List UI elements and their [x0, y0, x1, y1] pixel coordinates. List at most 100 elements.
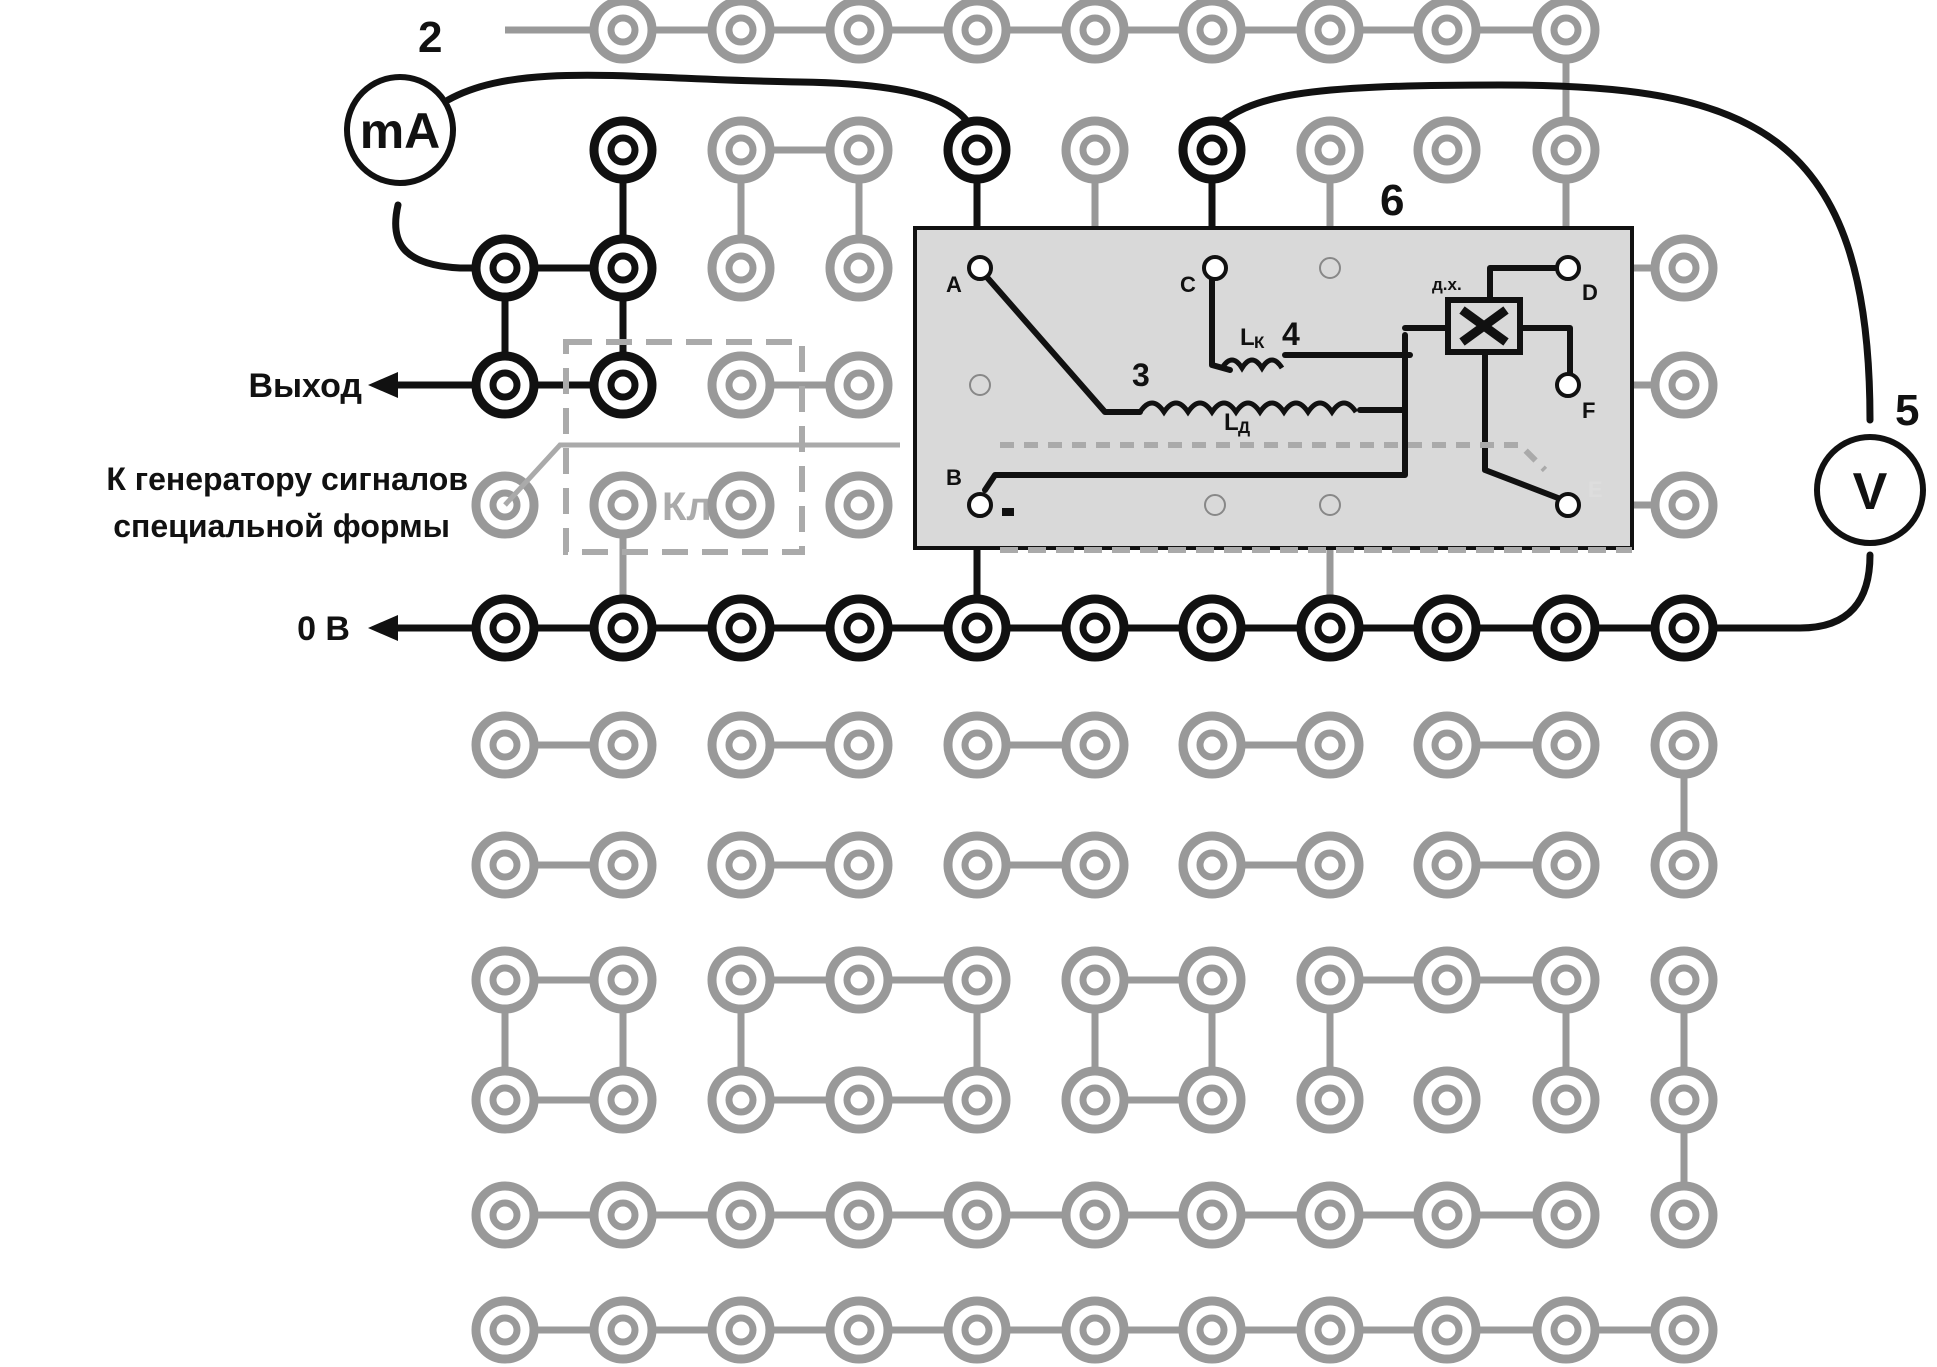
ammeter-body[interactable]	[344, 74, 456, 186]
socket[interactable]	[1061, 1066, 1129, 1134]
socket[interactable]	[1296, 1296, 1364, 1364]
socket[interactable]	[707, 831, 775, 899]
socket[interactable]	[825, 471, 893, 539]
socket[interactable]	[1650, 1181, 1718, 1249]
socket[interactable]	[589, 831, 657, 899]
socket[interactable]	[1413, 116, 1481, 184]
pin-b[interactable]	[967, 492, 993, 518]
socket[interactable]	[1296, 711, 1364, 779]
socket[interactable]	[1413, 0, 1481, 64]
socket[interactable]	[943, 831, 1011, 899]
pin-e[interactable]	[1555, 492, 1581, 518]
socket[interactable]	[1532, 946, 1600, 1014]
socket[interactable]	[589, 711, 657, 779]
socket[interactable]	[943, 1296, 1011, 1364]
socket[interactable]	[943, 1066, 1011, 1134]
socket[interactable]	[1413, 1066, 1481, 1134]
socket[interactable]	[707, 471, 775, 539]
socket-active[interactable]	[943, 594, 1011, 662]
socket-active[interactable]	[471, 234, 539, 302]
socket[interactable]	[589, 946, 657, 1014]
socket[interactable]	[1178, 831, 1246, 899]
socket[interactable]	[1532, 711, 1600, 779]
socket[interactable]	[589, 0, 657, 64]
socket[interactable]	[1178, 1181, 1246, 1249]
socket[interactable]	[825, 0, 893, 64]
socket[interactable]	[1061, 946, 1129, 1014]
socket[interactable]	[1413, 946, 1481, 1014]
socket[interactable]	[1178, 711, 1246, 779]
socket-active[interactable]	[471, 351, 539, 419]
socket[interactable]	[1061, 0, 1129, 64]
socket-active[interactable]	[589, 234, 657, 302]
pin-f[interactable]	[1555, 372, 1581, 398]
socket-active[interactable]	[589, 351, 657, 419]
socket[interactable]	[589, 1066, 657, 1134]
socket-active[interactable]	[1296, 594, 1364, 662]
pin-d[interactable]	[1555, 255, 1581, 281]
socket[interactable]	[471, 711, 539, 779]
socket-active[interactable]	[589, 116, 657, 184]
socket[interactable]	[471, 1066, 539, 1134]
socket[interactable]	[1061, 116, 1129, 184]
socket[interactable]	[1532, 116, 1600, 184]
socket[interactable]	[1296, 1066, 1364, 1134]
socket[interactable]	[471, 946, 539, 1014]
socket[interactable]	[1178, 1066, 1246, 1134]
socket[interactable]	[1413, 711, 1481, 779]
socket[interactable]	[1296, 946, 1364, 1014]
socket-active[interactable]	[1178, 116, 1246, 184]
socket[interactable]	[471, 1296, 539, 1364]
socket[interactable]	[825, 831, 893, 899]
socket-active[interactable]	[707, 594, 775, 662]
socket[interactable]	[707, 946, 775, 1014]
socket[interactable]	[1061, 1181, 1129, 1249]
socket[interactable]	[943, 0, 1011, 64]
socket[interactable]	[707, 1181, 775, 1249]
socket[interactable]	[1296, 116, 1364, 184]
socket[interactable]	[825, 116, 893, 184]
socket[interactable]	[1532, 1066, 1600, 1134]
socket[interactable]	[825, 711, 893, 779]
socket[interactable]	[589, 471, 657, 539]
socket[interactable]	[707, 234, 775, 302]
socket[interactable]	[1650, 946, 1718, 1014]
socket[interactable]	[471, 1181, 539, 1249]
socket[interactable]	[1413, 1296, 1481, 1364]
socket[interactable]	[943, 711, 1011, 779]
socket[interactable]	[471, 831, 539, 899]
socket[interactable]	[1650, 831, 1718, 899]
socket[interactable]	[825, 946, 893, 1014]
socket-active[interactable]	[1178, 594, 1246, 662]
socket[interactable]	[1650, 234, 1718, 302]
socket[interactable]	[707, 711, 775, 779]
socket[interactable]	[1296, 1181, 1364, 1249]
socket[interactable]	[1650, 711, 1718, 779]
socket-active[interactable]	[471, 594, 539, 662]
socket-active[interactable]	[1532, 594, 1600, 662]
pin-c[interactable]	[1202, 255, 1228, 281]
socket[interactable]	[707, 351, 775, 419]
socket[interactable]	[707, 1296, 775, 1364]
socket[interactable]	[1532, 0, 1600, 64]
socket[interactable]	[1061, 1296, 1129, 1364]
socket-active[interactable]	[1650, 594, 1718, 662]
socket-active[interactable]	[825, 594, 893, 662]
socket[interactable]	[707, 1066, 775, 1134]
socket[interactable]	[943, 1181, 1011, 1249]
socket[interactable]	[1296, 831, 1364, 899]
socket[interactable]	[1178, 0, 1246, 64]
socket[interactable]	[825, 1296, 893, 1364]
socket[interactable]	[589, 1296, 657, 1364]
socket[interactable]	[825, 1066, 893, 1134]
socket[interactable]	[1413, 1181, 1481, 1249]
socket[interactable]	[1650, 351, 1718, 419]
socket[interactable]	[1413, 831, 1481, 899]
voltmeter-body[interactable]	[1814, 434, 1926, 546]
socket[interactable]	[707, 0, 775, 64]
socket[interactable]	[825, 1181, 893, 1249]
socket[interactable]	[1178, 946, 1246, 1014]
socket[interactable]	[943, 946, 1011, 1014]
socket-active[interactable]	[1413, 594, 1481, 662]
socket[interactable]	[1061, 711, 1129, 779]
